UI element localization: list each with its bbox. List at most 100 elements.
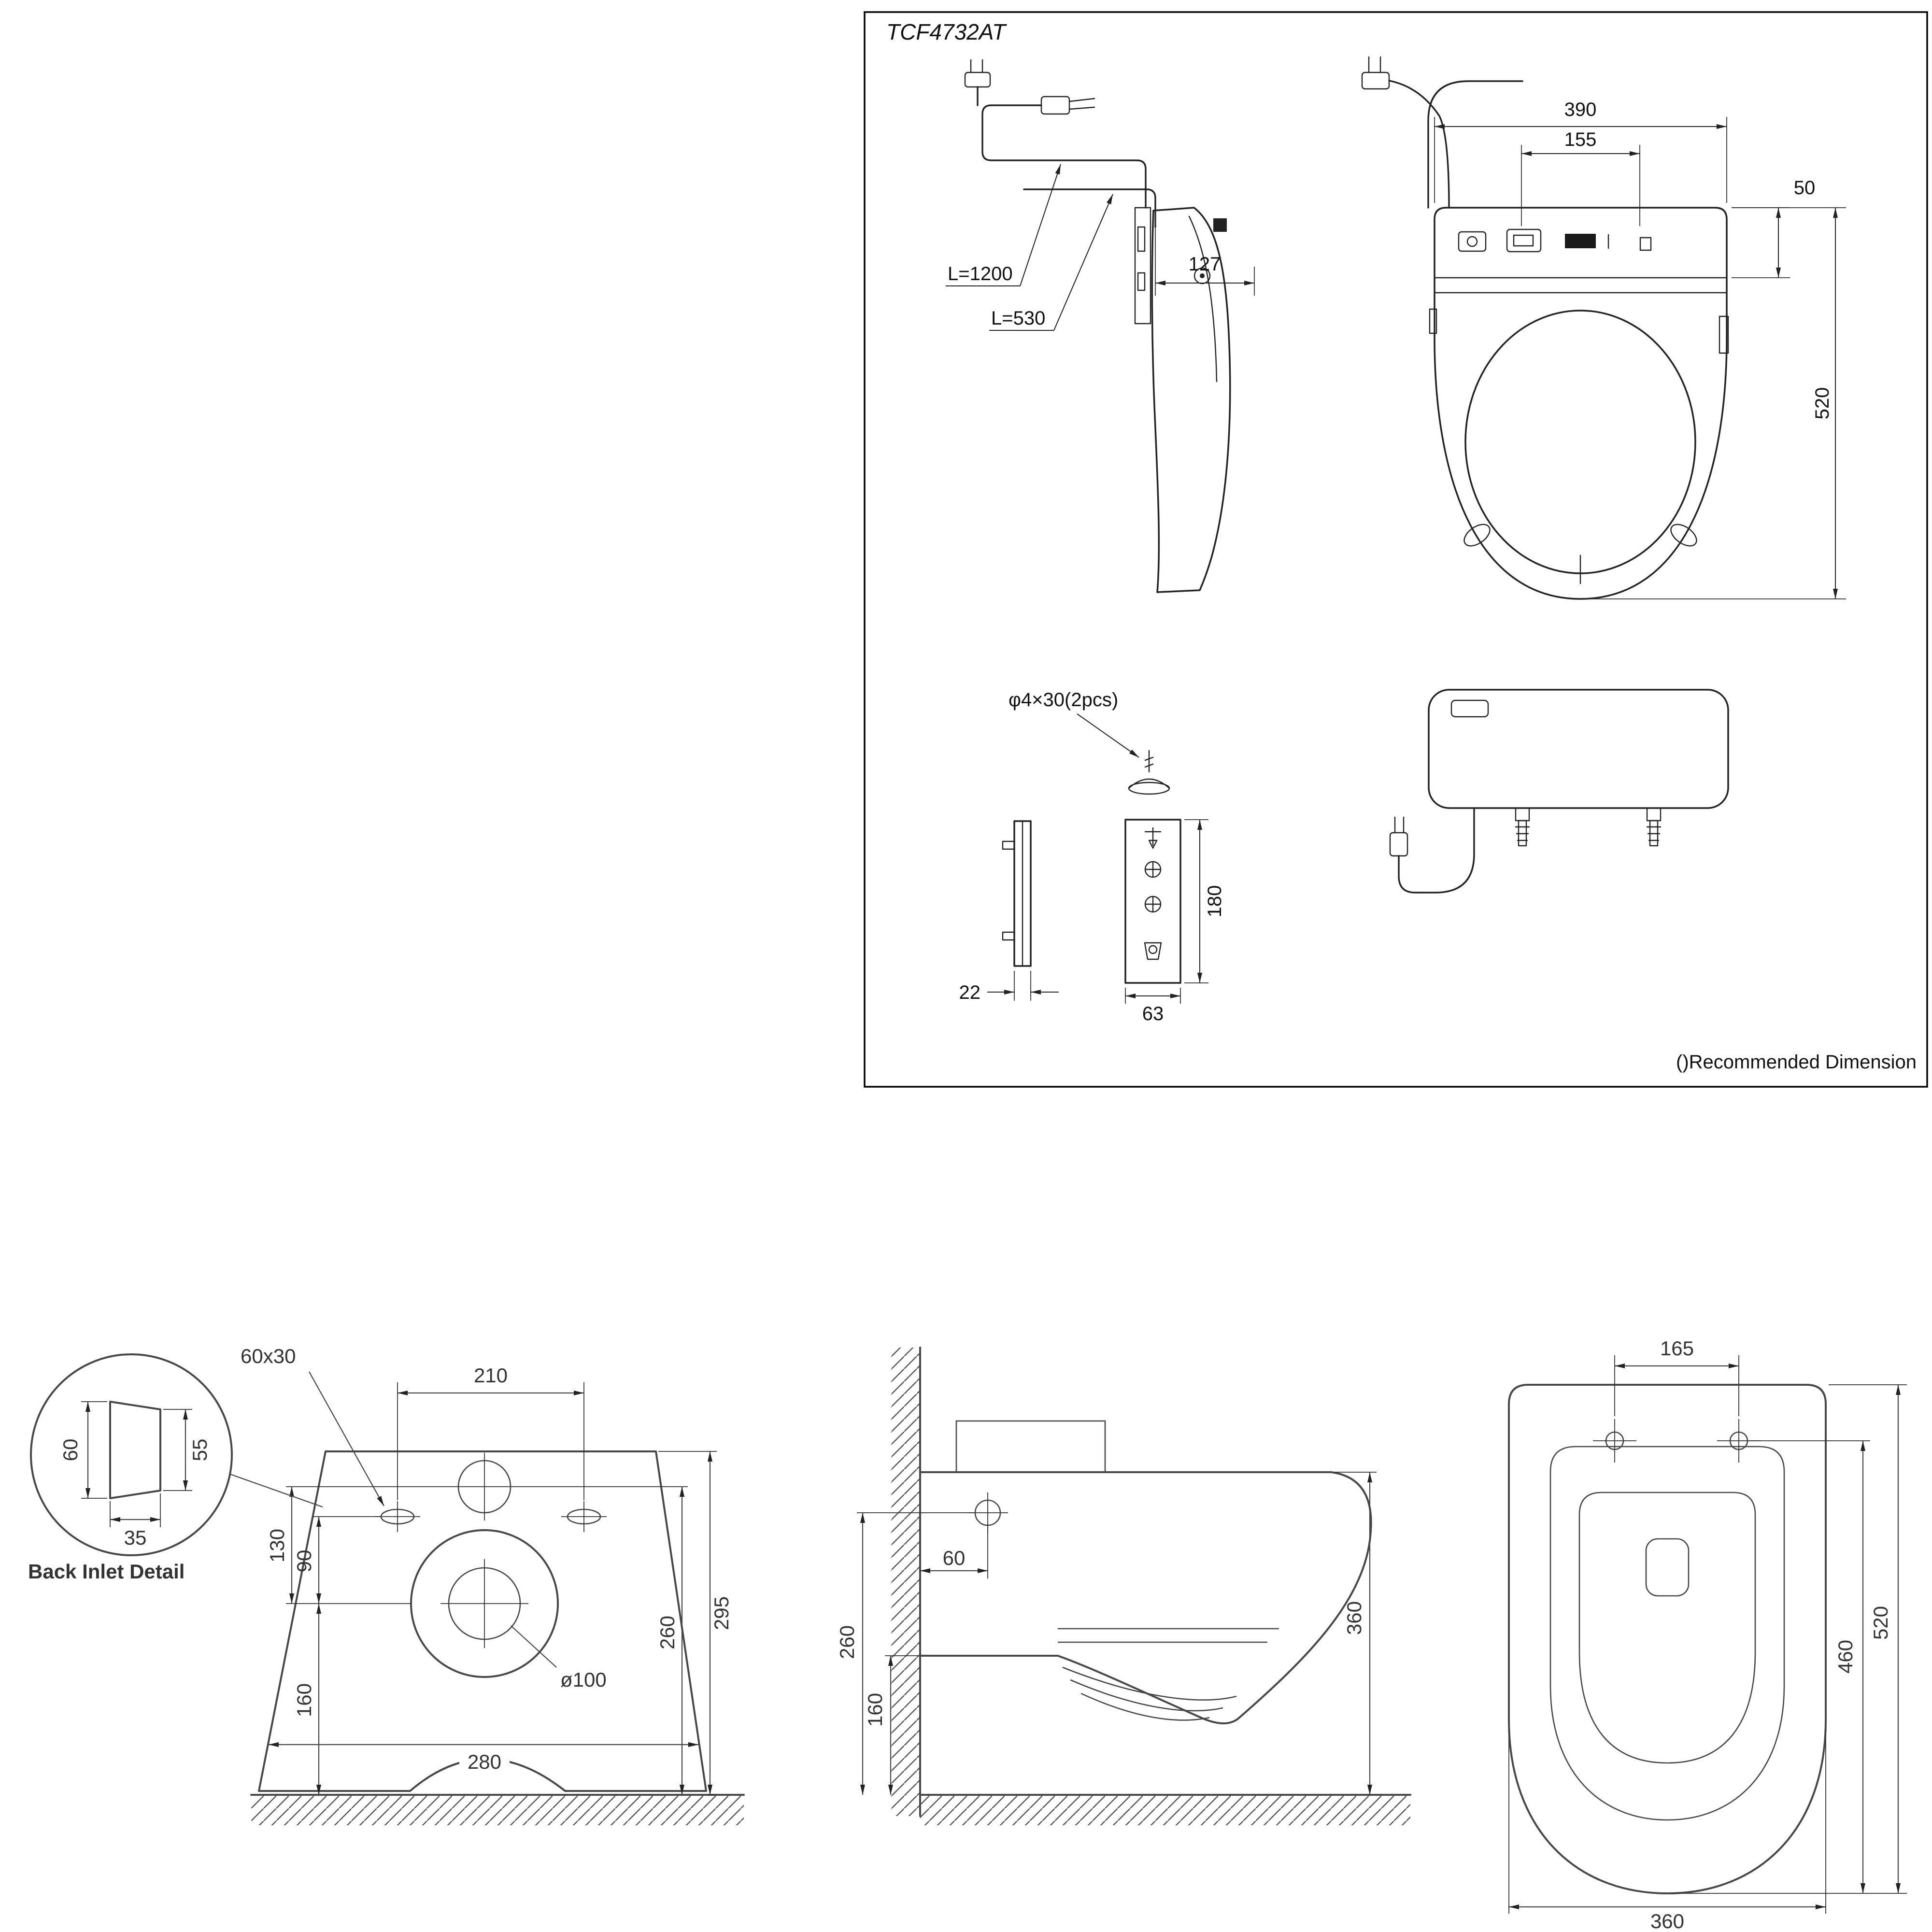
power-plug bbox=[1040, 96, 1070, 115]
slot-label: 60x30 bbox=[241, 1345, 296, 1367]
mount-plate-views: 22 63 180 bbox=[959, 819, 1225, 1024]
dim-260: 260 bbox=[836, 1512, 975, 1795]
bowl-ripple bbox=[1070, 1679, 1223, 1712]
dim-90: 90 bbox=[293, 1516, 381, 1604]
plug-prong bbox=[1068, 98, 1095, 102]
dim-60: 60 bbox=[920, 1527, 988, 1578]
slot-size-label: 60x30 bbox=[241, 1345, 384, 1506]
toilet-top-outline bbox=[1508, 1384, 1827, 1894]
dim-label: 295 bbox=[710, 1596, 733, 1630]
leader-line bbox=[1077, 713, 1139, 758]
dim-label: 55 bbox=[188, 1439, 211, 1462]
ground-hatch bbox=[251, 1795, 744, 1825]
bolt-slot bbox=[561, 1501, 607, 1532]
outlet-label: ø100 bbox=[560, 1668, 607, 1691]
unit-window bbox=[1450, 699, 1489, 718]
dim-label: 460 bbox=[1834, 1640, 1857, 1674]
dim-cord-short: L=530 bbox=[989, 194, 1113, 331]
hinge-center bbox=[1200, 273, 1205, 278]
wall-hatch bbox=[891, 1348, 920, 1816]
dim-length-520: 520 bbox=[1585, 207, 1846, 599]
hose-connector bbox=[1646, 807, 1662, 847]
detail-title: Back Inlet Detail bbox=[28, 1560, 185, 1583]
lid-seam bbox=[1188, 215, 1218, 383]
dim-label: 160 bbox=[864, 1693, 886, 1727]
bowl-ripple bbox=[1062, 1666, 1237, 1701]
bowl-rim bbox=[1578, 1492, 1756, 1764]
unit-back-view bbox=[1389, 689, 1729, 894]
cistern-profile bbox=[955, 1420, 1106, 1473]
power-cord bbox=[1398, 807, 1475, 894]
power-cord bbox=[981, 104, 1147, 209]
dim-cord-long: L=1200 bbox=[946, 164, 1061, 286]
bowl-ripple bbox=[1080, 1692, 1210, 1721]
dim-label: 280 bbox=[468, 1750, 501, 1773]
dim-160: 160 bbox=[293, 1604, 321, 1795]
dim-inlet-60: 60 bbox=[59, 1401, 107, 1499]
side-latch bbox=[1429, 308, 1437, 334]
dim-label: 360 bbox=[1343, 1601, 1365, 1635]
supply-hose bbox=[1023, 188, 1156, 228]
spec-box-border bbox=[864, 11, 1928, 1088]
washlet-top-outline bbox=[1434, 207, 1728, 600]
bumper bbox=[1463, 524, 1491, 547]
dim-label: 260 bbox=[656, 1616, 679, 1649]
power-cord bbox=[1388, 80, 1450, 209]
dim-inlet-35: 35 bbox=[110, 1493, 161, 1549]
dim-295: 295 bbox=[658, 1451, 733, 1795]
unit-body bbox=[1428, 689, 1729, 809]
supply-hose bbox=[1427, 80, 1523, 209]
dim-label: 155 bbox=[1564, 129, 1597, 150]
dim-label: 165 bbox=[1660, 1337, 1694, 1360]
dim-label: 127 bbox=[1189, 254, 1221, 275]
power-plug bbox=[1361, 71, 1390, 90]
dim-label: 60 bbox=[943, 1547, 966, 1569]
toilet-rear-outline bbox=[258, 1450, 707, 1792]
dim-130: 130 bbox=[266, 1486, 450, 1604]
dim-label: 390 bbox=[1564, 99, 1597, 120]
leader-line bbox=[309, 1371, 384, 1506]
dim-label: 160 bbox=[293, 1683, 315, 1717]
back-inlet-detail: 60 55 35 Back Inlet Detail bbox=[28, 1353, 323, 1583]
damper-block bbox=[1213, 218, 1227, 232]
dim-280: 280 bbox=[269, 1742, 698, 1774]
side-latch bbox=[1719, 315, 1729, 354]
connector-plug bbox=[964, 71, 991, 88]
deck-widget bbox=[1458, 231, 1487, 252]
toilet-rear-view: ø100 210 60x30 130 90 160 bbox=[28, 1345, 745, 1825]
deck-widget bbox=[1506, 228, 1542, 253]
dim-label: 260 bbox=[836, 1625, 858, 1659]
recommended-dimension-note: ()Recommended Dimension bbox=[1676, 1051, 1917, 1073]
leader-line bbox=[511, 1625, 557, 1668]
flush-opening bbox=[1645, 1538, 1690, 1597]
screw-head bbox=[1128, 778, 1170, 789]
toilet-side-view: 60 260 160 360 bbox=[836, 1347, 1411, 1825]
plate-arrow-slot bbox=[1148, 839, 1158, 849]
dim-label: 520 bbox=[1869, 1606, 1892, 1640]
dim-width-63: 63 bbox=[1125, 988, 1181, 1024]
dim-inlet-55: 55 bbox=[163, 1409, 211, 1491]
dim-label: 130 bbox=[266, 1529, 288, 1563]
plug-prong bbox=[1068, 106, 1095, 110]
plate-front-view bbox=[1124, 819, 1181, 984]
dim-height-180: 180 bbox=[1184, 819, 1225, 983]
ground-hatch bbox=[920, 1795, 1410, 1825]
bumper bbox=[1670, 524, 1697, 547]
dim-360: 360 bbox=[1334, 1472, 1377, 1795]
dim-160: 160 bbox=[864, 1655, 919, 1795]
dim-bolt-span-165: 165 bbox=[1614, 1337, 1739, 1416]
dim-label: L=530 bbox=[991, 308, 1045, 329]
sensor-window bbox=[1565, 234, 1596, 248]
dim-label: L=1200 bbox=[948, 263, 1013, 284]
dim-depth-127: 127 bbox=[1155, 211, 1255, 296]
washlet-top-view: 390 155 50 520 bbox=[1361, 56, 1846, 600]
model-number: TCF4732AT bbox=[886, 19, 1007, 44]
dim-length-520: 520 bbox=[1671, 1384, 1907, 1894]
plate-screw bbox=[1002, 931, 1015, 941]
toilet-top-view: 165 520 460 360 bbox=[1508, 1337, 1907, 1932]
dim-label: 50 bbox=[1794, 177, 1816, 199]
deck-widget-dot bbox=[1466, 236, 1478, 247]
leader-line bbox=[1020, 164, 1061, 286]
dim-label: 90 bbox=[293, 1550, 315, 1573]
